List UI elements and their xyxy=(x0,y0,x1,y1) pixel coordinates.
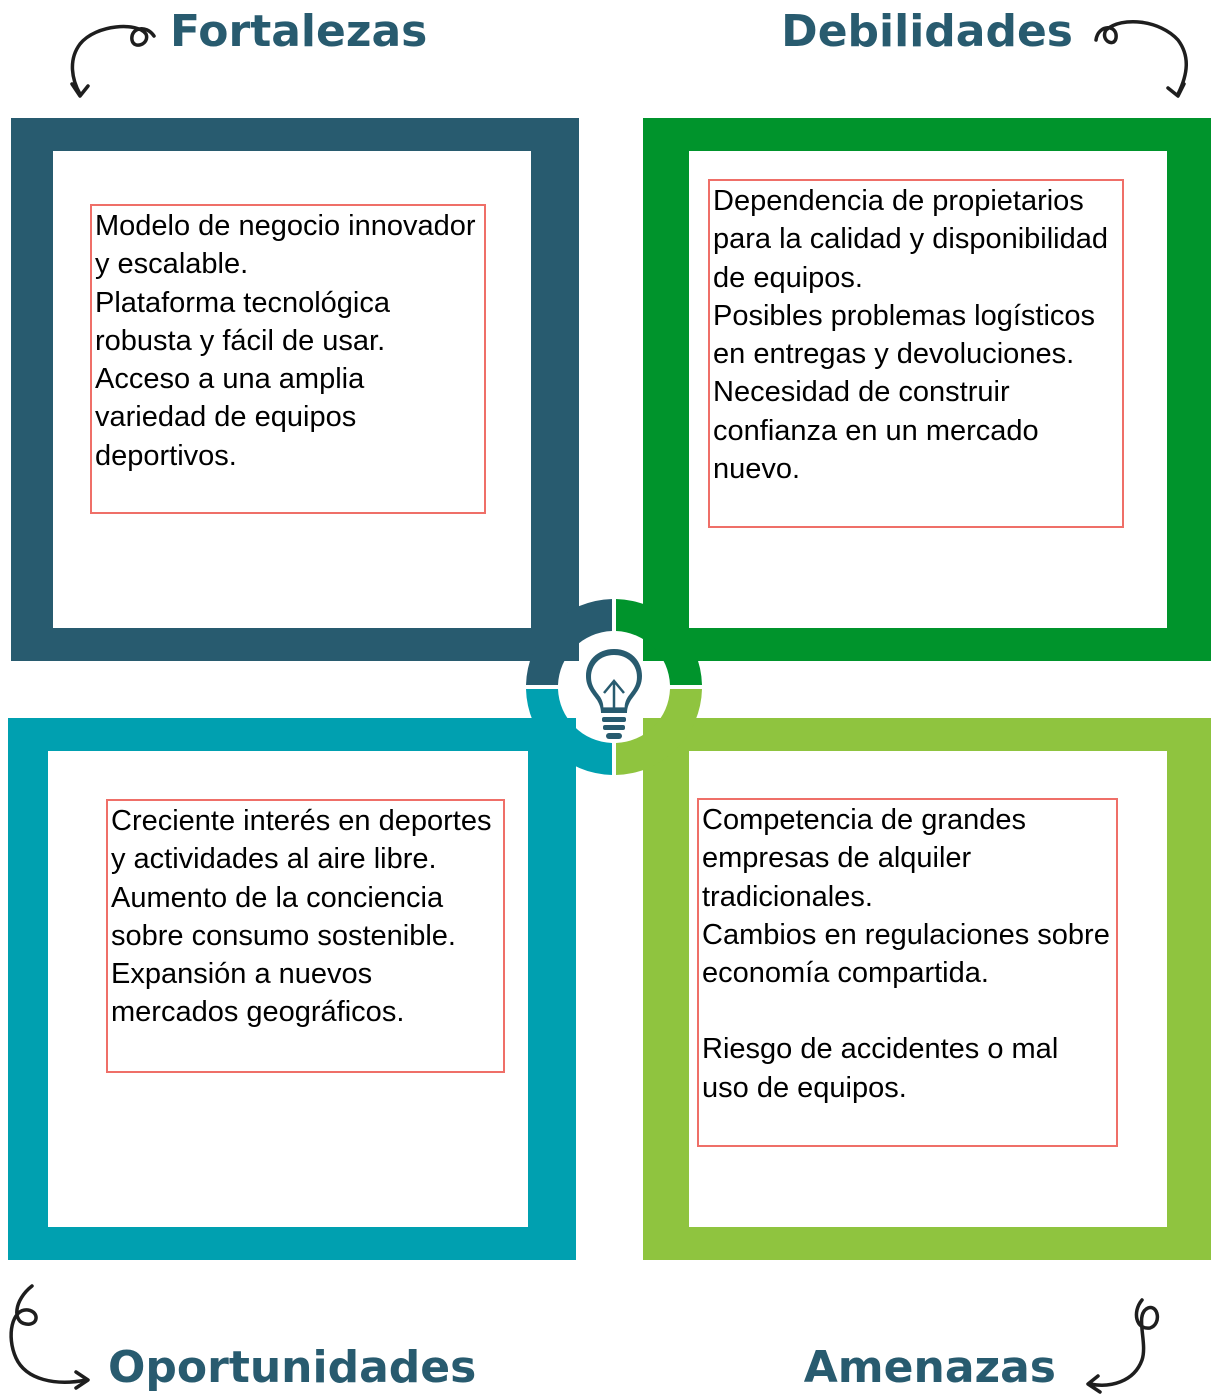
debilidad-item: Posibles problemas logísticos en entrega… xyxy=(713,299,1096,371)
text-box-fortalezas: Modelo de negocio innovador y escalable.… xyxy=(90,204,486,514)
lightbulb-icon xyxy=(586,649,642,739)
oportunidad-item: Aumento de la conciencia sobre consumo s… xyxy=(111,881,456,952)
amenaza-item: Competencia de grandes empresas de alqui… xyxy=(702,804,1027,913)
amenaza-item: Riesgo de accidentes o mal uso de equipo… xyxy=(702,1033,1059,1104)
heading-debilidades: Debilidades xyxy=(781,6,1073,57)
debilidad-item: Dependencia de propietarios para la cali… xyxy=(713,185,1108,294)
heading-fortalezas: Fortalezas xyxy=(170,6,428,57)
oportunidad-item: Creciente interés en deportes y activida… xyxy=(111,805,492,876)
curly-arrow-icon-fortalezas xyxy=(70,24,156,98)
curly-arrow-icon-debilidades xyxy=(1094,19,1188,98)
fortaleza-item: Modelo de negocio innovador y escalable. xyxy=(95,210,476,281)
heading-amenazas: Amenazas xyxy=(803,1342,1056,1393)
curly-arrow-icon-oportunidades xyxy=(9,1284,90,1390)
text-box-debilidades: Dependencia de propietarios para la cali… xyxy=(708,179,1124,528)
center-hub xyxy=(526,599,702,775)
oportunidad-item: Expansión a nuevos mercados geográficos. xyxy=(111,958,405,1029)
curly-arrow-icon-amenazas xyxy=(1086,1298,1160,1394)
heading-oportunidades: Oportunidades xyxy=(108,1342,477,1393)
text-box-amenazas: Competencia de grandes empresas de alqui… xyxy=(697,798,1118,1147)
debilidad-item: Necesidad de construir confianza en un m… xyxy=(713,376,1039,486)
spacer xyxy=(702,992,1113,1030)
fortaleza-item: Plataforma tecnológica robusta y fácil d… xyxy=(95,286,390,357)
amenaza-item: Cambios en regulaciones sobre economía c… xyxy=(702,918,1110,990)
text-box-oportunidades: Creciente interés en deportes y activida… xyxy=(106,799,505,1073)
fortaleza-item: Acceso a una amplia variedad de equipos … xyxy=(95,363,365,472)
